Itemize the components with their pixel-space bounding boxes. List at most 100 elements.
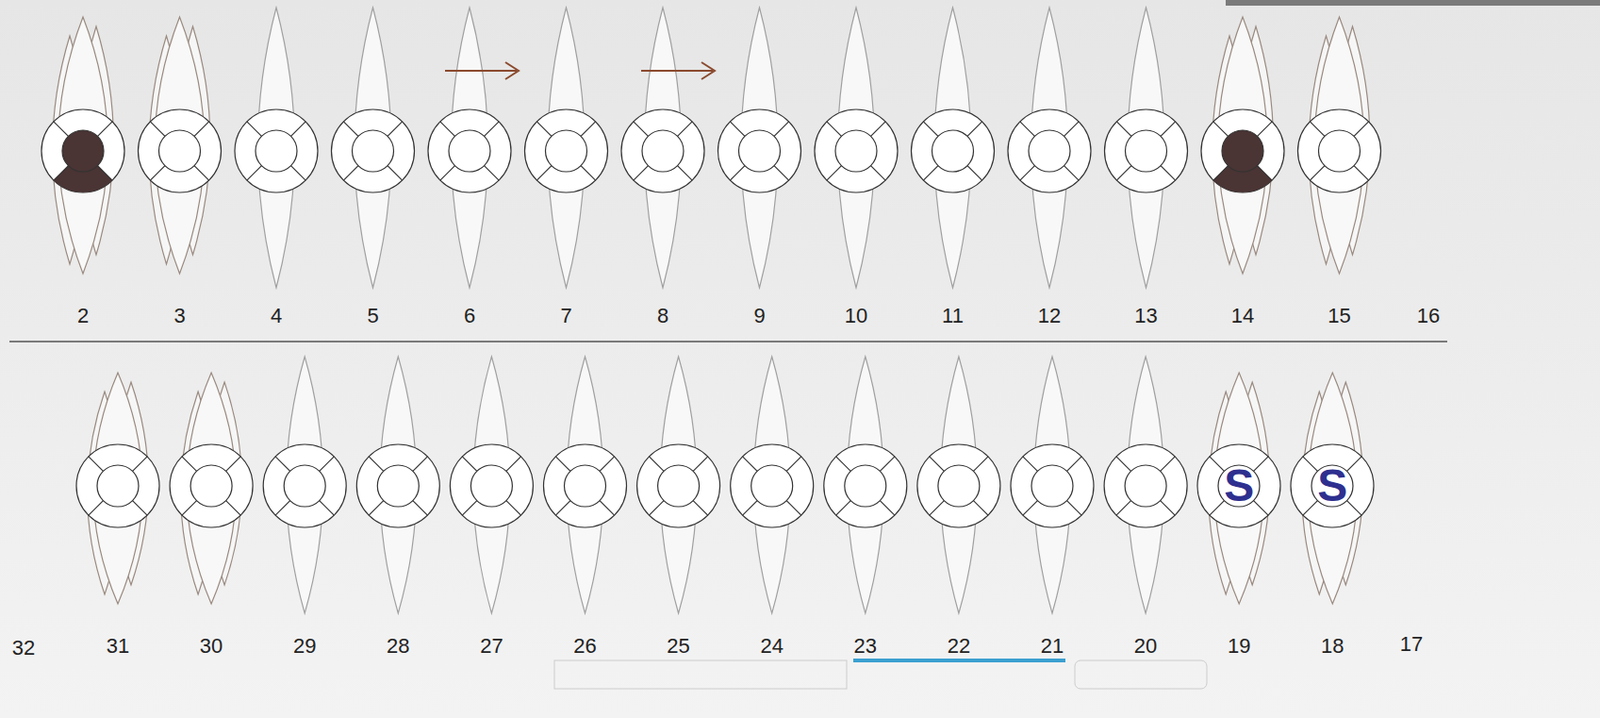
surface-divider	[729, 165, 745, 182]
surface-divider	[368, 456, 384, 472]
surface-divider	[633, 121, 649, 137]
surface-circles	[41, 109, 1382, 528]
surface-divider	[181, 500, 198, 516]
surface-divider	[181, 456, 198, 472]
surface-divider	[440, 121, 456, 137]
surface-divider	[580, 121, 596, 137]
tooth-number: 17	[1400, 631, 1423, 657]
surface-outer	[637, 444, 721, 528]
tab	[1074, 659, 1207, 689]
surface-divider	[88, 456, 104, 472]
surface-divider	[484, 165, 500, 182]
surface-divider	[742, 456, 759, 472]
tooth-number: 31	[106, 633, 130, 659]
surface-divider	[1209, 500, 1225, 516]
surface-divider	[1116, 165, 1132, 182]
surface-divider	[1067, 500, 1083, 516]
surface-divider	[599, 456, 615, 472]
surface-outer	[544, 444, 627, 528]
surface-inner	[1221, 130, 1264, 172]
surface-outer	[169, 444, 253, 528]
surface-divider	[291, 165, 307, 182]
tooth-number: 27	[479, 633, 503, 659]
tooth-number: 32	[12, 635, 35, 660]
surface-divider	[484, 121, 500, 137]
surface-divider	[440, 165, 456, 182]
surface-divider	[729, 121, 745, 137]
surface-outer	[917, 444, 1001, 528]
surface-divider	[461, 500, 478, 516]
surface-inner	[938, 464, 980, 507]
surface-divider	[1022, 500, 1039, 516]
surface-divider	[677, 121, 693, 137]
surface-divider	[412, 500, 429, 516]
surface-divider	[1347, 500, 1363, 516]
surface-divider	[555, 456, 571, 472]
tooth-outline	[93, 372, 144, 604]
surface-divider	[967, 165, 983, 182]
sealant-mark: S	[1288, 442, 1376, 529]
surface-inner	[1125, 130, 1168, 172]
surface-divider	[1309, 121, 1325, 137]
surface-outer	[41, 109, 125, 193]
surface-inner	[470, 464, 512, 507]
tooth-number: 8	[657, 303, 669, 329]
tooth-number: 28	[386, 633, 410, 659]
surface-divider	[226, 500, 242, 516]
surface-inner	[642, 130, 684, 172]
surface-divider	[1309, 165, 1325, 182]
surface-divider	[555, 500, 571, 516]
surface-divider	[677, 165, 693, 182]
surface-inner	[835, 130, 877, 172]
surface-divider	[580, 165, 596, 182]
arrow-head	[701, 62, 715, 80]
surface-divider	[149, 121, 165, 137]
surface-divider	[973, 500, 989, 516]
surface-divider	[149, 165, 165, 182]
surface-divider	[247, 165, 263, 182]
surface-divider	[692, 456, 709, 472]
tooth-number: 18	[1320, 633, 1344, 659]
tooth-number: 5	[366, 303, 379, 329]
tooth-number: 22	[947, 633, 971, 659]
surface-divider	[506, 456, 522, 472]
surface-divider	[879, 456, 895, 472]
surface-divider	[923, 165, 939, 182]
surface-inner	[545, 130, 588, 172]
surface-divider	[387, 165, 403, 182]
surface-inner	[159, 130, 201, 172]
surface-outer	[1201, 109, 1285, 193]
surface-divider	[786, 456, 802, 472]
surface-divider	[786, 500, 802, 516]
surface-outer	[1010, 444, 1094, 528]
surface-divider	[1353, 165, 1370, 182]
teeth-group	[52, 7, 1370, 613]
surface-inner	[255, 130, 297, 172]
surface-divider	[774, 121, 790, 137]
surface-divider	[1253, 500, 1270, 516]
surface-divider	[387, 121, 403, 137]
tooth-outline	[1218, 16, 1269, 274]
surface-divider	[275, 500, 291, 516]
surface-divider	[1303, 456, 1319, 472]
surface-divider	[1067, 456, 1083, 472]
surface-divider	[1160, 456, 1176, 472]
surface-divider	[343, 165, 359, 182]
surface-divider	[826, 121, 842, 137]
surface-inner	[739, 130, 781, 172]
surface-outer	[234, 109, 318, 193]
surface-divider	[291, 121, 307, 137]
surface-divider	[536, 165, 552, 182]
tooth-number: 11	[941, 303, 964, 329]
tooth-number: 7	[560, 303, 572, 329]
surface-divider	[1303, 500, 1319, 516]
surface-divider	[648, 500, 664, 516]
surface-divider	[967, 121, 983, 137]
surface-outer	[138, 109, 222, 193]
tooth-outline	[58, 16, 109, 274]
tooth-number: 24	[759, 633, 783, 659]
surface-divider	[1116, 121, 1132, 137]
surface-divider	[879, 500, 895, 516]
